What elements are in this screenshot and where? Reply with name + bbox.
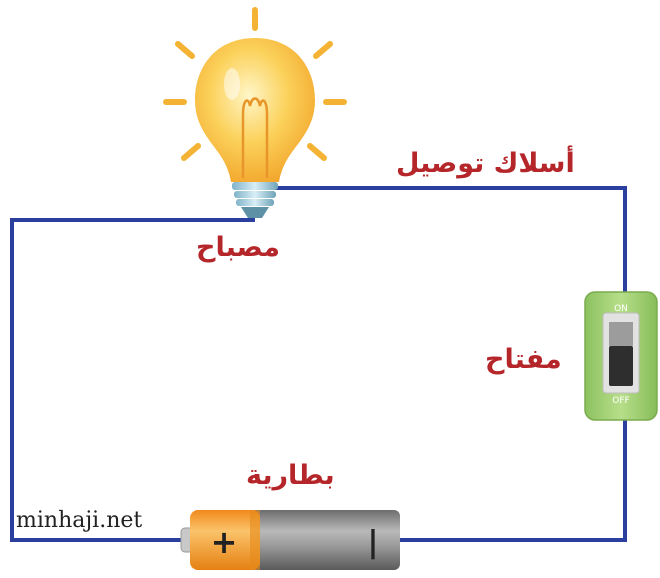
site-watermark: minhaji.net (16, 508, 143, 533)
wires-label: أسلاك توصيل (396, 148, 575, 179)
bulb-base (232, 182, 278, 218)
battery: + | (180, 510, 400, 570)
switch: ON OFF (584, 291, 658, 421)
light-rays (163, 7, 347, 161)
battery-positive-sign: + (211, 523, 238, 561)
lamp-label: مصباح (196, 232, 280, 263)
switch-label: مفتاح (485, 344, 562, 375)
wire-bottom-right (400, 420, 627, 542)
switch-on-label: ON (614, 304, 628, 314)
battery-body (250, 510, 400, 570)
circuit-wires (10, 186, 627, 542)
light-bulb (195, 38, 315, 218)
wire-left (10, 218, 255, 542)
battery-cap (190, 510, 260, 570)
battery-negative-sign: | (368, 525, 379, 560)
switch-off-label: OFF (612, 396, 629, 406)
switch-toggle (609, 346, 633, 386)
bulb-glass (195, 38, 315, 182)
wire-top-right (272, 186, 627, 292)
battery-label: بطارية (246, 460, 335, 491)
bulb-filament (241, 97, 269, 178)
